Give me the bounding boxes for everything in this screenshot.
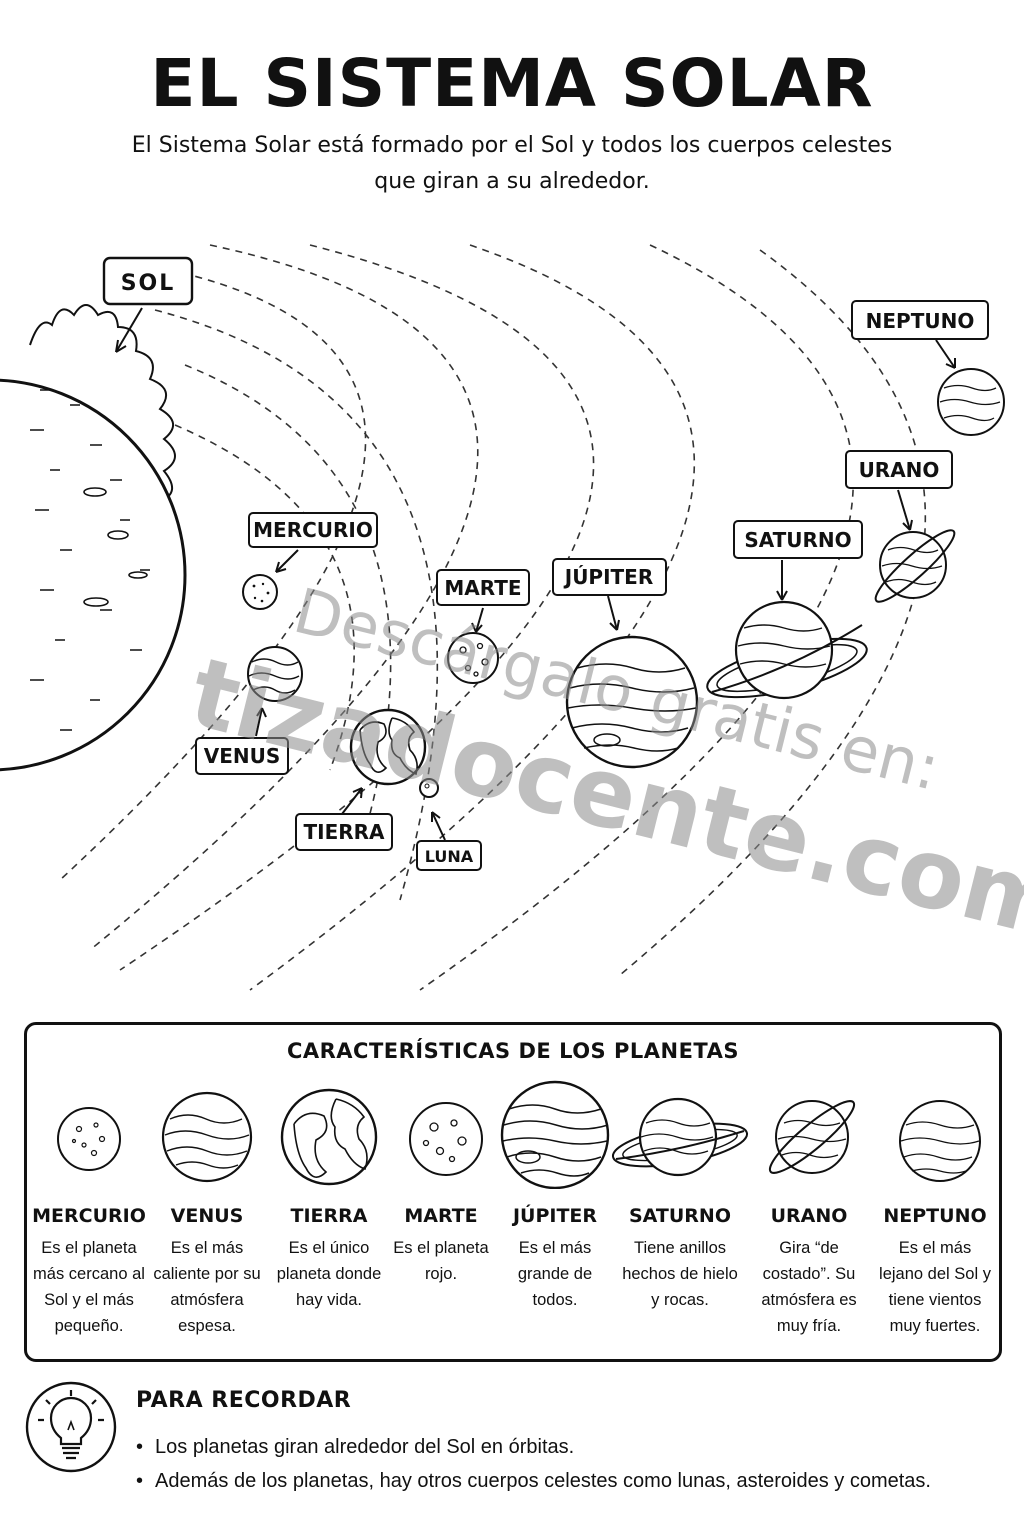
label-earth-text: TIERRA — [303, 820, 385, 844]
orbit-7 — [249, 244, 696, 991]
planet-card-saturn: SATURNO Tiene anillos hechos de hielo y … — [611, 1079, 749, 1313]
venus-icon — [161, 1091, 253, 1183]
planet-name: SATURNO — [629, 1205, 731, 1227]
neptune-icon — [899, 1100, 981, 1182]
label-moon-text: LUNA — [425, 847, 474, 866]
solar-system-diagram: SOL MERCURIO VENUS TIERRA LUNA MARTE JÚP… — [0, 244, 1024, 991]
orbit-3 — [154, 309, 439, 901]
watermark: Descárgalo gratis en: tizadocente.com — [180, 574, 1024, 961]
label-mercury-text: MERCURIO — [253, 518, 373, 542]
planet-card-uranus: URANO Gira “de costado”. Su atmósfera es… — [749, 1079, 869, 1339]
label-jupiter: JÚPITER — [552, 558, 667, 596]
mercury-icon — [57, 1107, 121, 1171]
planet-name: VENUS — [170, 1205, 244, 1227]
label-venus: VENUS — [195, 737, 289, 775]
lightbulb-icon — [25, 1381, 117, 1473]
planet-card-mercury: MERCURIO Es el planeta más cercano al So… — [29, 1079, 149, 1339]
label-mars-text: MARTE — [444, 576, 521, 600]
mars-icon — [409, 1102, 483, 1176]
planet-name: MARTE — [404, 1205, 478, 1227]
orbit-4 — [59, 269, 367, 881]
label-saturn-text: SATURNO — [744, 528, 851, 552]
remember-section: PARA RECORDAR Los planetas giran alreded… — [24, 1380, 1000, 1510]
label-jupiter-text: JÚPITER — [563, 565, 654, 589]
planet-name: TIERRA — [290, 1205, 368, 1227]
label-earth: TIERRA — [295, 813, 393, 851]
planet-name: NEPTUNO — [883, 1205, 987, 1227]
saturn-planet — [706, 600, 868, 700]
planet-description: Es el único planeta donde hay vida. — [276, 1239, 382, 1309]
uranus-planet — [874, 529, 956, 603]
label-uranus: URANO — [845, 450, 953, 489]
label-sun: SOL — [102, 256, 194, 306]
label-sun-text: SOL — [121, 271, 176, 296]
orbit-5 — [89, 244, 479, 951]
remember-item: Los planetas giran alrededor del Sol en … — [136, 1430, 931, 1464]
page-title: EL SISTEMA SOLAR — [150, 45, 874, 122]
planet-name: JÚPITER — [512, 1205, 598, 1227]
earth-icon — [280, 1088, 378, 1186]
planet-card-jupiter: JÚPITER Es el más grande de todos. — [495, 1079, 615, 1313]
page-subtitle: El Sistema Solar está formado por el Sol… — [131, 133, 893, 194]
jupiter-icon — [500, 1080, 610, 1189]
mercury-planet — [242, 574, 278, 610]
sun — [0, 304, 187, 772]
planet-card-earth: TIERRA Es el único planeta donde hay vid… — [269, 1079, 389, 1313]
remember-title: PARA RECORDAR — [136, 1388, 352, 1413]
sun-disk — [0, 378, 187, 772]
planet-description: Es el más lejano del Sol y tiene vientos… — [879, 1239, 991, 1335]
label-mars: MARTE — [436, 569, 530, 606]
mars-planet — [447, 632, 499, 684]
characteristics-title: CARACTERÍSTICAS DE LOS PLANETAS — [286, 1039, 740, 1063]
label-saturn: SATURNO — [733, 520, 863, 559]
label-moon: LUNA — [416, 840, 482, 871]
planet-description: Es el más caliente por su atmósfera espe… — [153, 1239, 261, 1335]
label-uranus-text: URANO — [859, 458, 940, 482]
venus-planet — [247, 646, 303, 702]
saturn-icon — [611, 1097, 749, 1177]
orbit-8 — [419, 244, 854, 991]
planet-description: Es el más grande de todos. — [517, 1239, 593, 1309]
planet-description: Gira “de costado”. Su atmósfera es muy f… — [761, 1239, 857, 1335]
jupiter-planet — [565, 635, 699, 769]
label-arrows — [115, 307, 956, 841]
planet-card-mars: MARTE Es el planeta rojo. — [381, 1079, 501, 1287]
label-neptune: NEPTUNO — [851, 300, 989, 340]
planet-name: URANO — [770, 1205, 848, 1227]
neptune-planet — [937, 368, 1005, 436]
planet-card-venus: VENUS Es el más caliente por su atmósfer… — [147, 1079, 267, 1339]
planet-description: Tiene anillos hechos de hielo y rocas. — [622, 1239, 738, 1309]
planet-description: Es el planeta más cercano al Sol y el má… — [33, 1239, 145, 1335]
uranus-icon — [768, 1100, 856, 1174]
planet-card-neptune: NEPTUNO Es el más lejano del Sol y tiene… — [875, 1079, 995, 1339]
remember-item: Además de los planetas, hay otros cuerpo… — [136, 1464, 931, 1498]
planet-name: MERCURIO — [32, 1205, 146, 1227]
orbit-6 — [119, 244, 595, 971]
label-neptune-text: NEPTUNO — [866, 309, 975, 333]
planet-description: Es el planeta rojo. — [393, 1239, 489, 1283]
label-venus-text: VENUS — [204, 744, 281, 768]
remember-list: Los planetas giran alrededor del Sol en … — [136, 1430, 931, 1498]
label-mercury: MERCURIO — [248, 512, 378, 548]
orbit-1 — [174, 424, 355, 771]
characteristics-panel: CARACTERÍSTICAS DE LOS PLANETAS MERCURIO… — [24, 1022, 1002, 1362]
earth-planet — [349, 708, 427, 786]
moon — [419, 778, 439, 798]
